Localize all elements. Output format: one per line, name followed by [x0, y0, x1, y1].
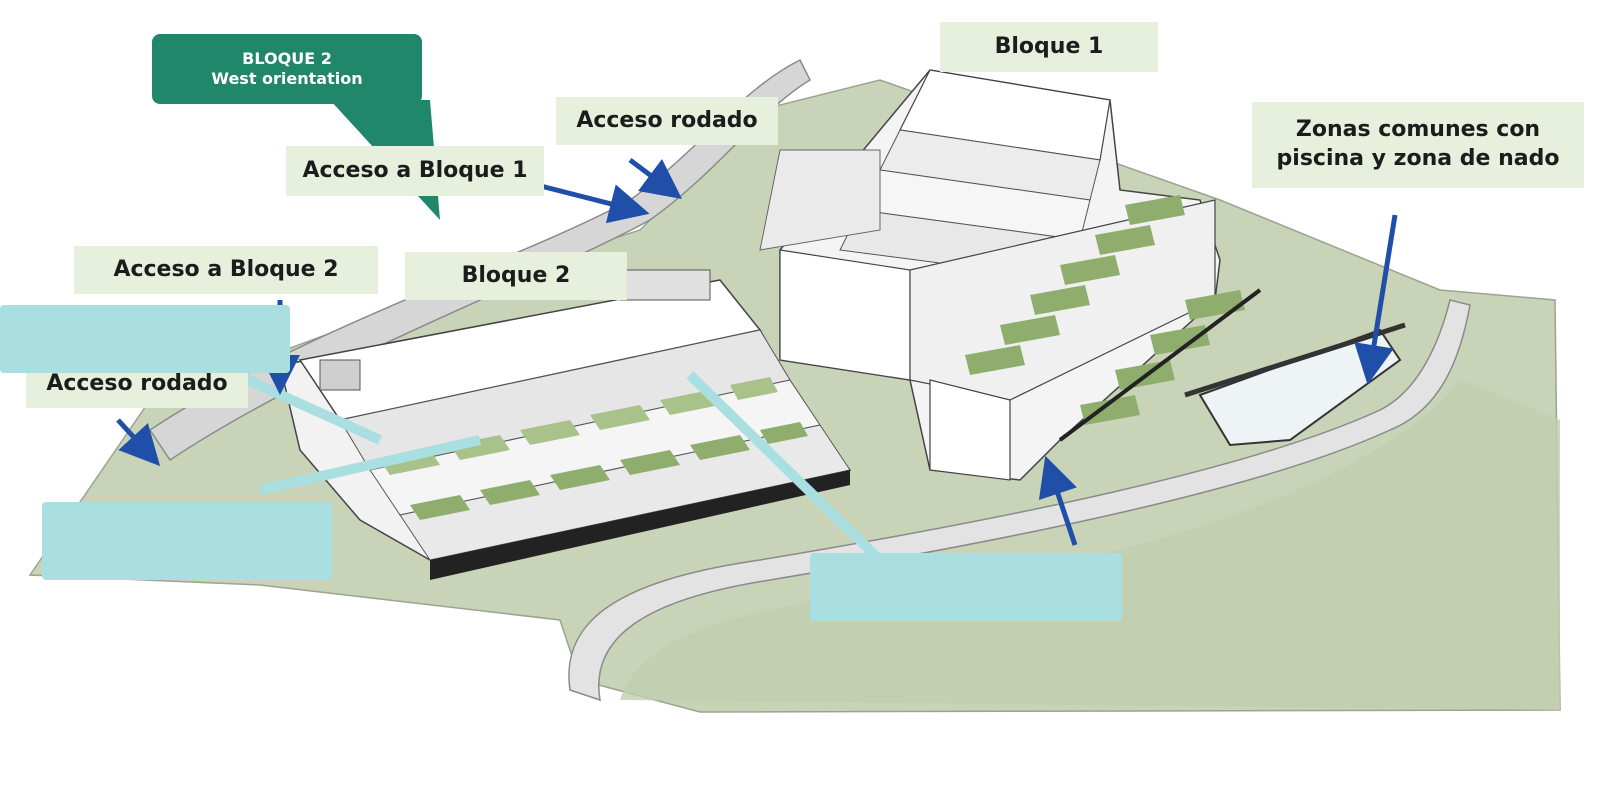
arrow-bloque-1-entrance — [1038, 455, 1078, 546]
cyan-connector-line — [258, 435, 482, 495]
redacted-label — [0, 305, 290, 373]
label-bloque-2: Bloque 2 — [405, 252, 627, 300]
label-zonas-line-1: Zonas comunes con — [1295, 117, 1541, 143]
arrow-acceso-rodado-left — [116, 418, 161, 467]
label-acceso-rodado-top: Acceso rodado — [556, 97, 778, 145]
label-zonas-line-2: piscina y zona de nado — [1276, 146, 1560, 171]
redacted-label — [810, 553, 1122, 621]
redacted-label — [42, 502, 332, 580]
arrow-acceso-rodado-top — [628, 158, 682, 199]
callout-title: BLOQUE 2 — [242, 49, 332, 68]
lower-road — [568, 299, 1471, 702]
cyan-connector-line — [686, 371, 884, 564]
label-acceso-bloque-1: Acceso a Bloque 1 — [286, 146, 544, 196]
bloque-2-orientation-callout: BLOQUE 2 West orientation — [152, 34, 422, 104]
label-acceso-bloque-2: Acceso a Bloque 2 — [74, 246, 378, 294]
parking-area — [759, 149, 881, 251]
bloque-1-building — [779, 69, 1262, 481]
pool-fence — [1184, 322, 1406, 398]
label-bloque-1: Bloque 1 — [940, 22, 1158, 72]
callout-subtitle: West orientation — [211, 69, 363, 88]
arrow-zonas-comunes — [1354, 214, 1398, 385]
label-zonas-comunes: Zonas comunes con piscina y zona de nado — [1252, 102, 1584, 188]
lower-terrain — [620, 380, 1560, 710]
bloque-2-building — [279, 269, 852, 580]
